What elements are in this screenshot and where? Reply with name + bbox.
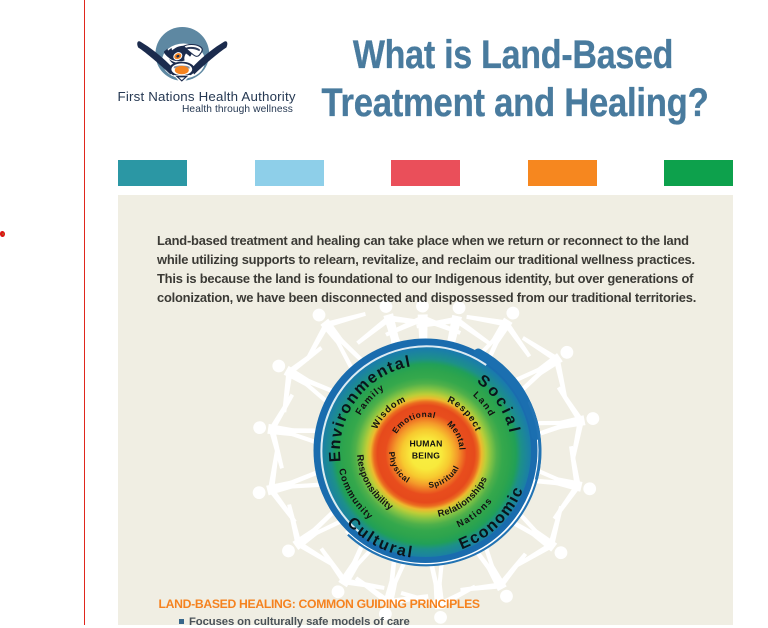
svg-text:HUMAN: HUMAN	[410, 439, 443, 449]
svg-text:BEING: BEING	[412, 451, 440, 461]
